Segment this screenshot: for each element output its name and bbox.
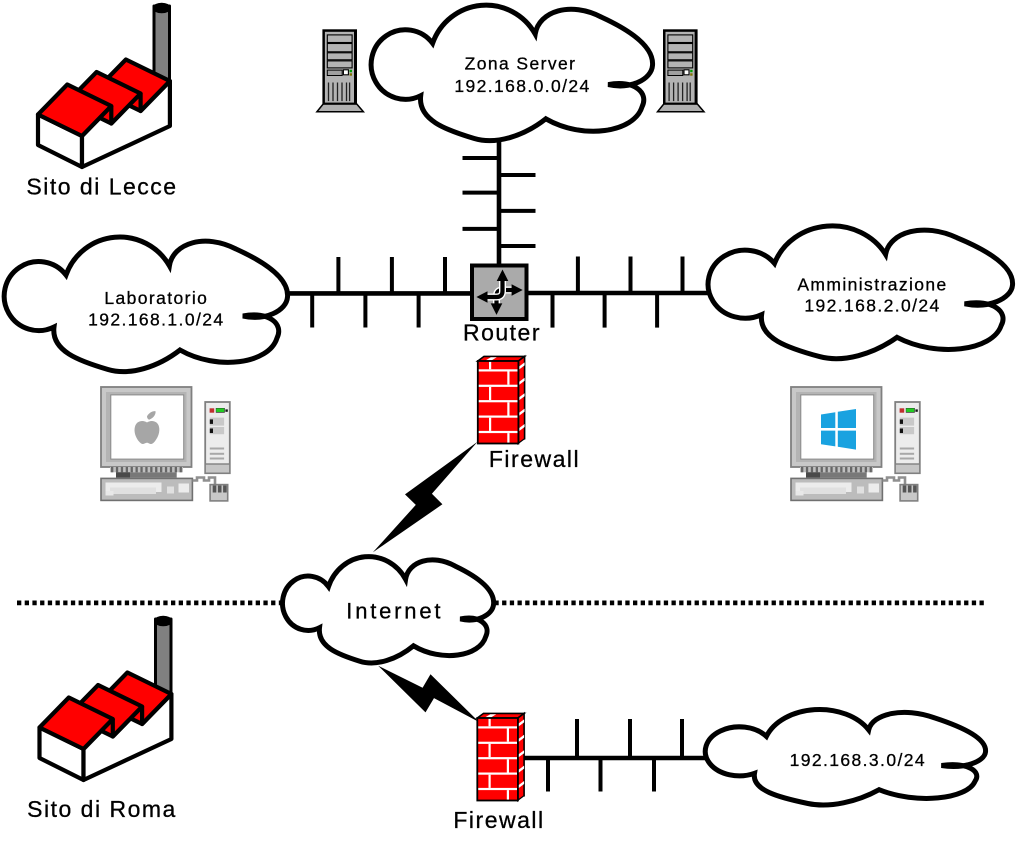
svg-text:192.168.3.0/24: 192.168.3.0/24 (790, 750, 926, 770)
svg-text:Zona Server: Zona Server (465, 54, 577, 74)
svg-text:192.168.0.0/24: 192.168.0.0/24 (454, 76, 590, 96)
svg-text:Internet: Internet (346, 599, 443, 624)
svg-text:Firewall: Firewall (453, 807, 544, 833)
svg-text:Router: Router (463, 319, 541, 345)
svg-text:Amministrazione: Amministrazione (797, 275, 947, 295)
svg-text:Sito di Roma: Sito di Roma (27, 796, 177, 822)
svg-text:Firewall: Firewall (489, 446, 580, 472)
svg-text:192.168.2.0/24: 192.168.2.0/24 (804, 295, 940, 315)
svg-text:192.168.1.0/24: 192.168.1.0/24 (88, 309, 224, 329)
svg-text:Sito di Lecce: Sito di Lecce (26, 174, 177, 200)
svg-text:Laboratorio: Laboratorio (104, 288, 208, 308)
